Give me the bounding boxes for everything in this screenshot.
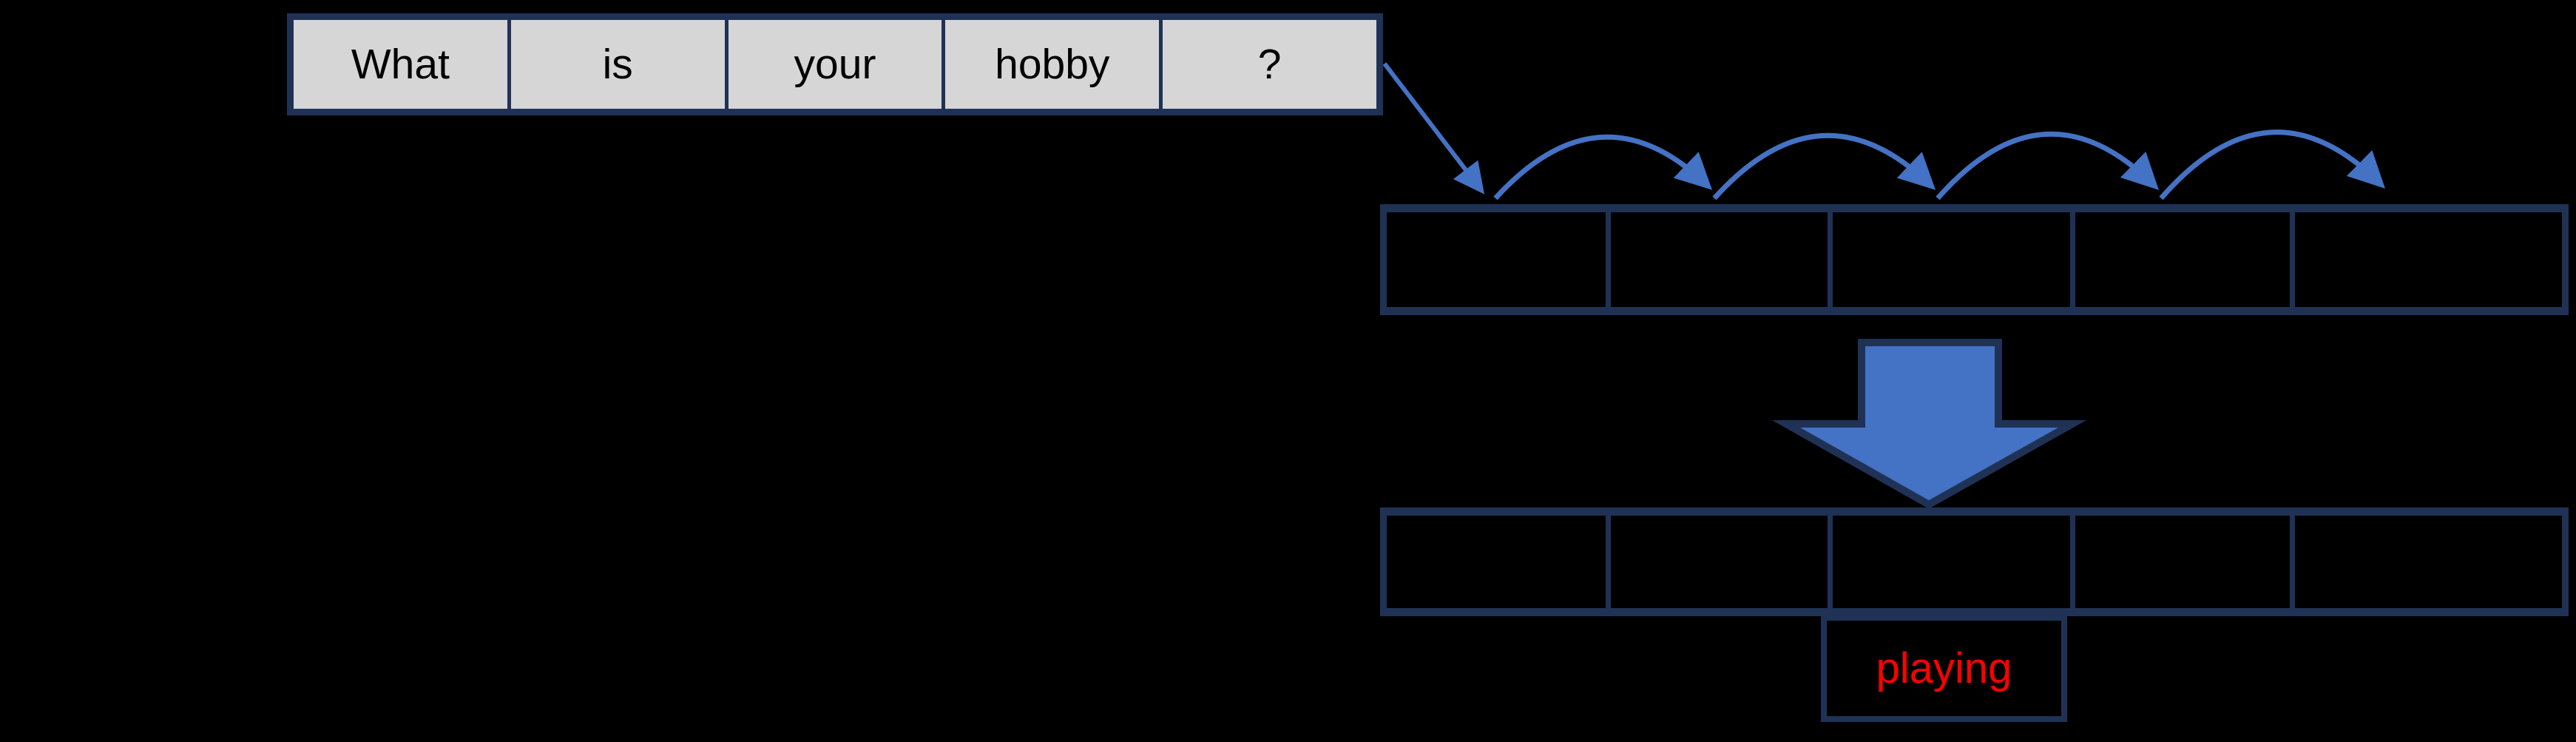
input-token-cell: What: [294, 20, 507, 109]
hop-arc-icon: [1712, 132, 1936, 200]
input-token-label: What: [351, 41, 450, 88]
hidden-state-cell: [1606, 212, 1828, 307]
hidden-state-cell: [1606, 516, 1828, 608]
input-token-label: ?: [1257, 41, 1282, 88]
hidden-state-cell: [2290, 212, 2562, 307]
input-token-label: is: [602, 41, 633, 88]
input-token-label: hobby: [995, 41, 1110, 88]
input-sentence-row: What is your hobby ?: [287, 13, 1383, 115]
hop-arc-icon: [1493, 134, 1713, 200]
block-down-arrow-icon: [1771, 339, 2087, 509]
input-token-cell: is: [507, 20, 725, 109]
hidden-state-cell: [2290, 516, 2562, 608]
input-token-cell: your: [724, 20, 942, 109]
hidden-state-row-top: [1380, 204, 2569, 315]
hop-arc-icon: [1936, 131, 2159, 200]
hidden-state-cell: [1387, 212, 1606, 307]
input-token-cell: ?: [1159, 20, 1376, 109]
hidden-state-row-bottom: [1380, 507, 2569, 616]
input-feed-arrow-icon: [1382, 62, 1485, 195]
output-word-box: playing: [1821, 615, 2067, 722]
hidden-state-cell: [2070, 516, 2290, 608]
hidden-state-cell: [2070, 212, 2290, 307]
output-word-label: playing: [1876, 644, 2012, 692]
input-token-label: your: [794, 41, 876, 88]
hop-arc-icon: [2159, 129, 2385, 200]
input-token-cell: hobby: [942, 20, 1159, 109]
hidden-state-cell: [1387, 516, 1606, 608]
hidden-state-cell: [1828, 212, 2070, 307]
hidden-state-cell: [1828, 516, 2070, 608]
